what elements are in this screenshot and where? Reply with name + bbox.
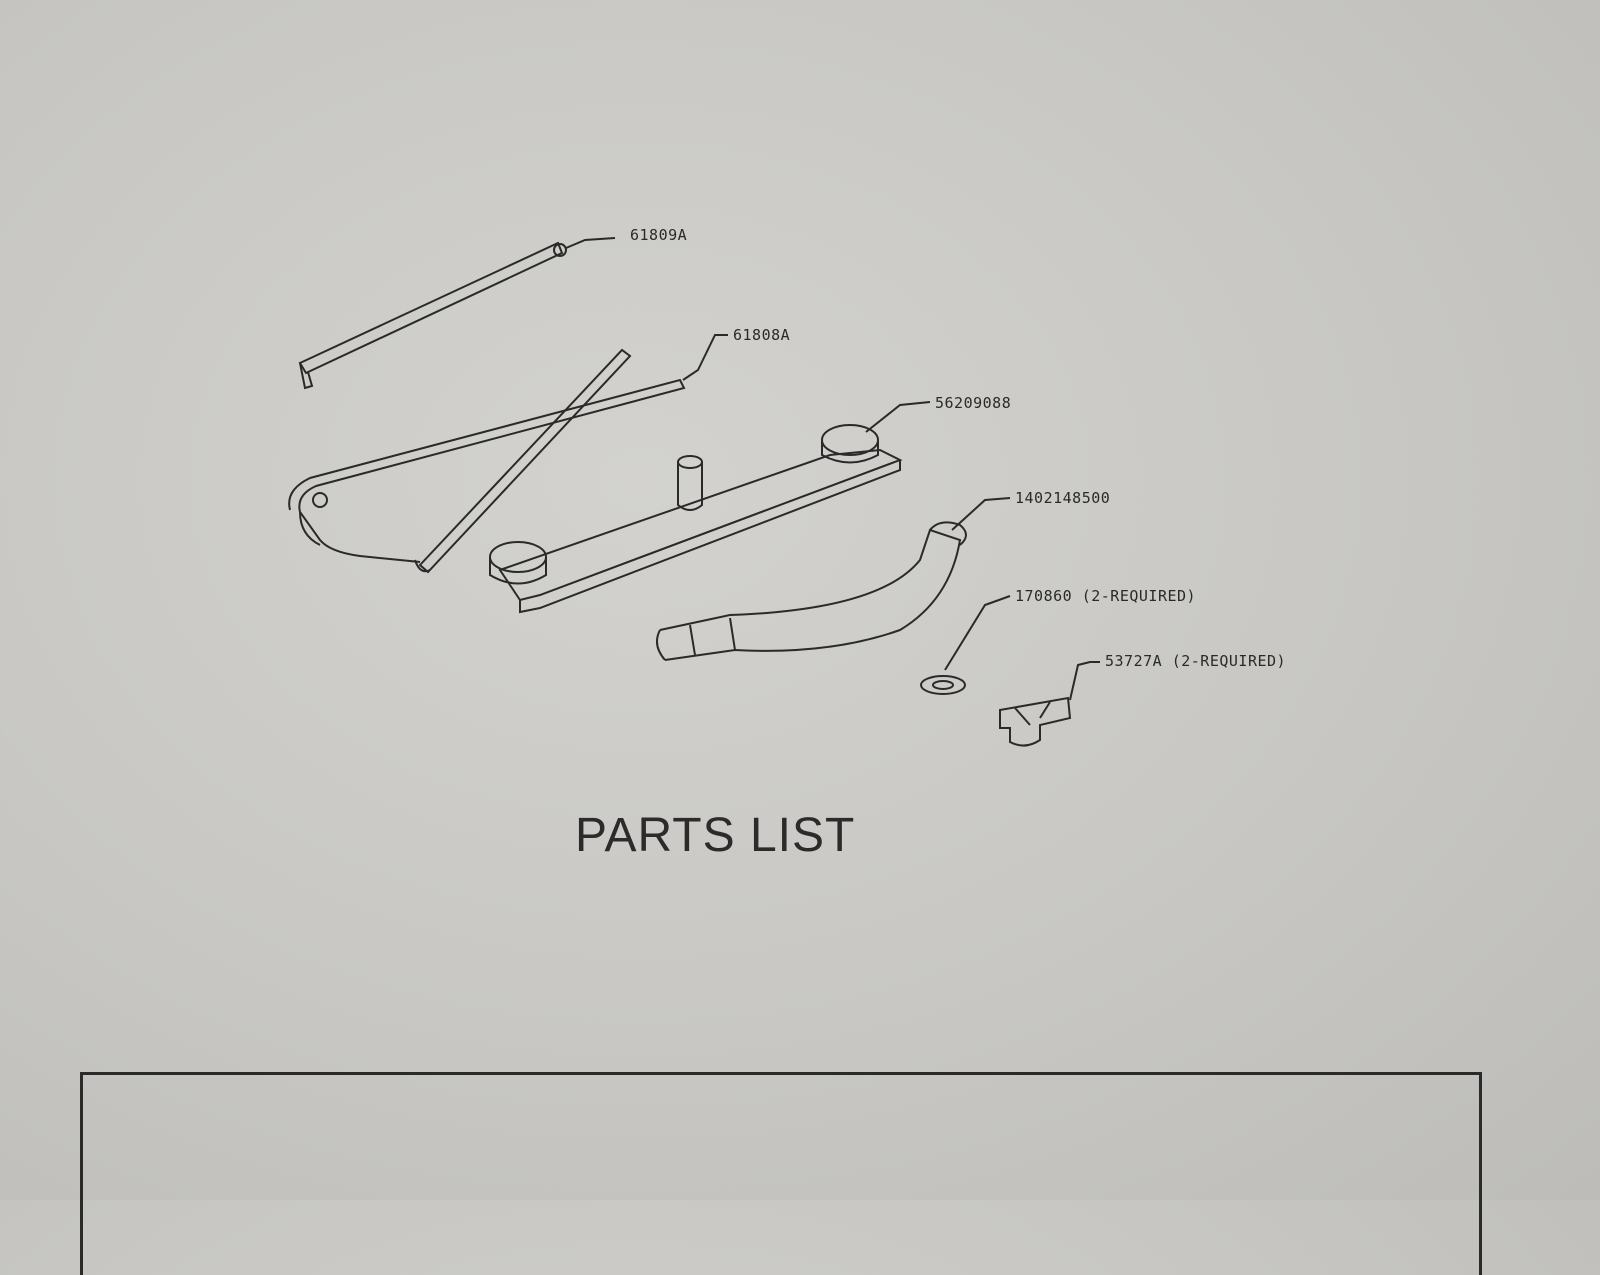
part-label: 53727A (2-REQUIRED) xyxy=(1105,652,1287,670)
part-label: 56209088 xyxy=(935,394,1012,412)
part-label: 1402148500 xyxy=(1015,489,1111,507)
parts-table-frame xyxy=(80,1072,1482,1275)
exploded-parts-drawing xyxy=(288,237,1100,747)
part-53727a-clip xyxy=(999,661,1100,747)
part-170860-washer xyxy=(920,595,1011,695)
part-label: 61808A xyxy=(733,326,791,344)
part-61808a-wire xyxy=(288,334,728,574)
part-1402148500-hose xyxy=(655,497,1011,661)
part-label: 170860 (2-REQUIRED) xyxy=(1015,587,1197,605)
part-56209088-spray-arm xyxy=(489,401,931,614)
part-label: 61809A xyxy=(630,226,688,244)
page-title: PARTS LIST xyxy=(575,809,856,862)
part-61809a-rod xyxy=(298,237,616,390)
